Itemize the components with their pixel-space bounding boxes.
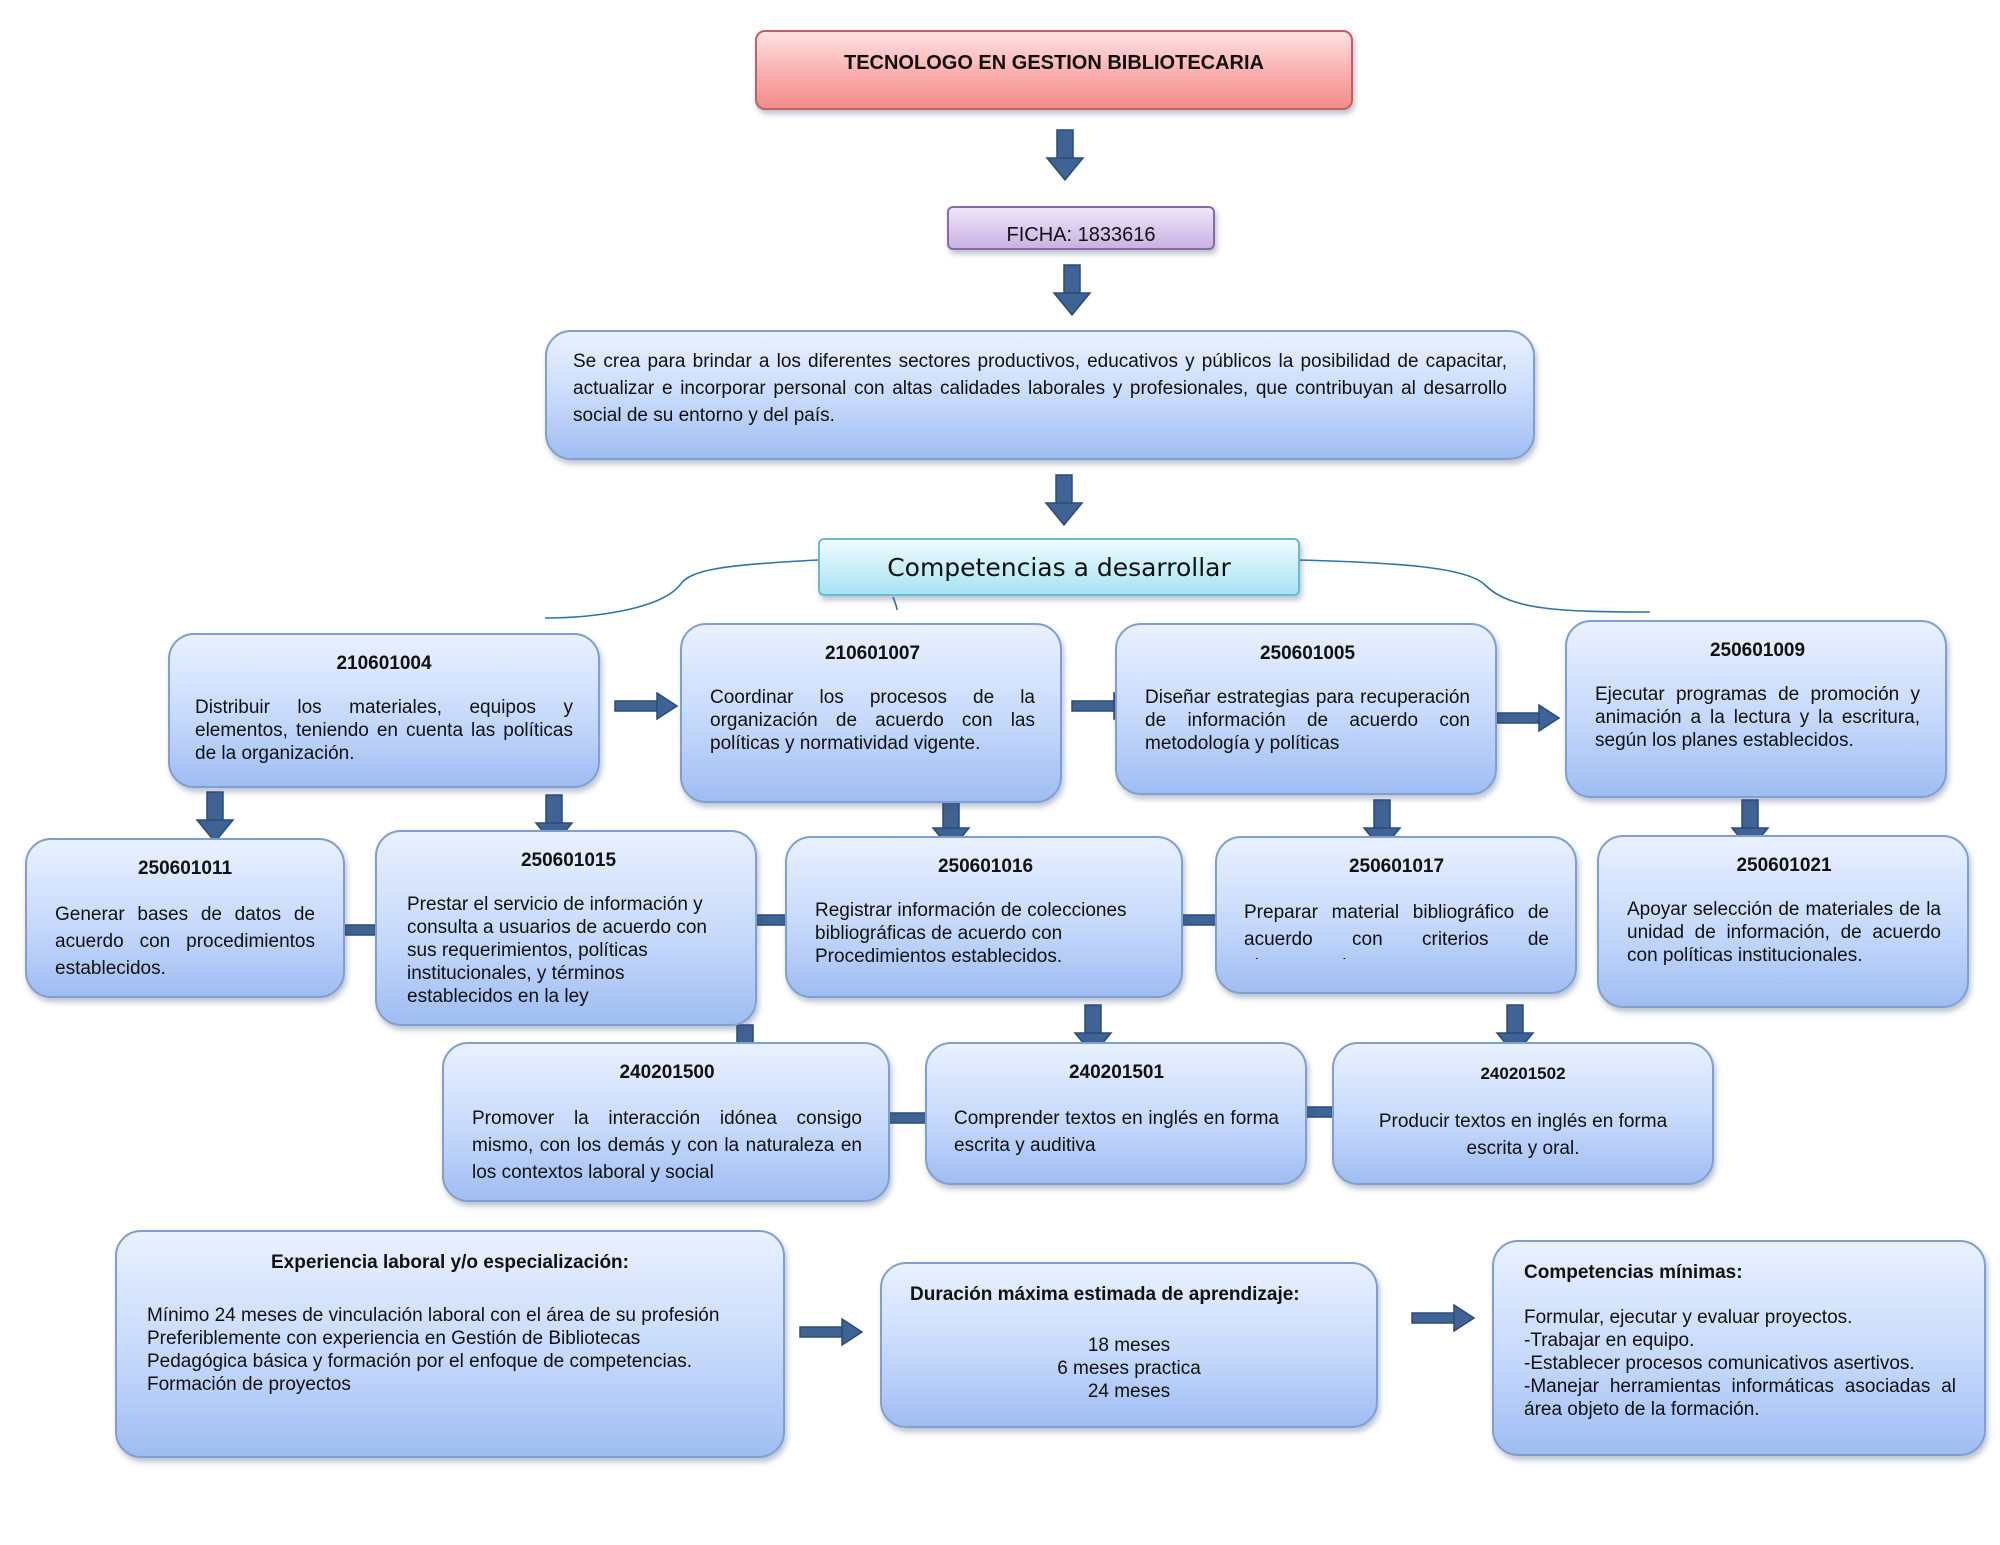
competencia-box-250601016: 250601016 Registrar información de colec… — [785, 836, 1183, 998]
competencia-box-250601005: 250601005 Diseñar estrategias para recup… — [1115, 623, 1497, 795]
competencia-code: 250601005 — [1259, 643, 1356, 664]
arrow-title-to-ficha — [1046, 129, 1084, 181]
description-text: Se crea para brindar a los diferentes se… — [573, 351, 1507, 426]
arrow-250601005-to-250601009 — [1496, 704, 1560, 732]
competencia-code: 210601007 — [824, 643, 921, 664]
competencia-code: 250601009 — [1709, 640, 1806, 661]
arrow-experiencia-to-duracion — [799, 1318, 863, 1346]
title-text: TECNOLOGO EN GESTION BIBLIOTECARIA — [843, 51, 1264, 74]
competencia-text: Prestar el servicio de información y con… — [407, 894, 707, 1007]
competencia-text: Comprender textos en inglés en forma esc… — [954, 1108, 1279, 1156]
competencia-box-240201501: 240201501 Comprender textos en inglés en… — [925, 1042, 1307, 1185]
competencia-text: Registrar información de colecciones bib… — [815, 900, 1127, 967]
description-box: Se crea para brindar a los diferentes se… — [545, 330, 1535, 460]
experiencia-line: Preferiblemente con experiencia en Gesti… — [147, 1328, 641, 1349]
competencia-code: 250601015 — [520, 850, 617, 871]
competencia-box-210601004: 210601004 Distribuir los materiales, equ… — [168, 633, 600, 788]
arrow-down-to-250601011 — [196, 791, 234, 843]
competencia-code: 240201501 — [1068, 1062, 1165, 1083]
competencia-box-210601007: 210601007 Coordinar los procesos de la o… — [680, 623, 1062, 803]
branch-tick-center — [892, 596, 898, 611]
experiencia-box: Experiencia laboral y/o especialización:… — [115, 1230, 785, 1458]
minimas-last: -Manejar herramientas informáticas asoci… — [1524, 1376, 1956, 1420]
competencia-code: 250601016 — [937, 856, 1034, 877]
competencia-code: 240201502 — [1480, 1064, 1566, 1083]
arrow-ficha-to-description — [1053, 264, 1091, 316]
competencia-text: Generar bases de datos de acuerdo con pr… — [55, 904, 315, 979]
competencia-text: Ejecutar programas de promoción y animac… — [1595, 684, 1920, 751]
duracion-lines: 18 meses 6 meses practica 24 meses — [910, 1334, 1348, 1403]
competencia-text: Promover la interacción idónea consigo m… — [472, 1108, 862, 1183]
duracion-line: 6 meses practica — [1057, 1358, 1201, 1379]
competencia-box-240201500: 240201500 Promover la interacción idónea… — [442, 1042, 890, 1202]
competencias-header-box: Competencias a desarrollar — [818, 538, 1300, 596]
experiencia-line: Formación de proyectos — [147, 1374, 351, 1395]
competencia-text: Diseñar estrategias para recuperación de… — [1145, 687, 1470, 754]
ficha-box: FICHA: 1833616 — [947, 206, 1215, 250]
competencia-text: Distribuir los materiales, equipos y ele… — [195, 697, 573, 764]
minimas-line: -Trabajar en equipo. — [1524, 1330, 1695, 1351]
competencia-box-250601021: 250601021 Apoyar selección de materiales… — [1597, 835, 1969, 1008]
duracion-line: 24 meses — [1087, 1381, 1171, 1402]
duracion-line: 18 meses — [1087, 1335, 1171, 1356]
minimas-line: -Establecer procesos comunicativos asert… — [1524, 1353, 1915, 1374]
competencia-text: Preparar material bibliográfico de acuer… — [1244, 902, 1549, 959]
competencia-box-250601011: 250601011 Generar bases de datos de acue… — [25, 838, 345, 998]
competencia-code: 250601011 — [137, 858, 233, 879]
competencia-box-250601015: 250601015 Prestar el servicio de informa… — [375, 830, 757, 1026]
competencia-box-250601009: 250601009 Ejecutar programas de promoció… — [1565, 620, 1947, 798]
competencia-box-250601017: 250601017 Preparar material bibliográfic… — [1215, 836, 1577, 994]
branch-curve-right — [1297, 559, 1651, 613]
minimas-title: Competencias mínimas: — [1524, 1262, 1743, 1283]
competencia-text: Producir textos en inglés en forma escri… — [1378, 1111, 1668, 1159]
competencia-code: 240201500 — [619, 1062, 715, 1083]
duracion-box: Duración máxima estimada de aprendizaje:… — [880, 1262, 1378, 1428]
competencia-code: 250601021 — [1736, 855, 1832, 876]
duracion-title: Duración máxima estimada de aprendizaje: — [910, 1284, 1300, 1305]
competencia-text: Apoyar selección de materiales de la uni… — [1627, 899, 1941, 966]
minimas-line: Formular, ejecutar y evaluar proyectos. — [1524, 1307, 1853, 1328]
experiencia-title: Experiencia laboral y/o especialización: — [271, 1252, 629, 1273]
arrow-duracion-to-minimas — [1411, 1304, 1475, 1332]
experiencia-lines: Preferiblemente con experiencia en Gesti… — [147, 1327, 753, 1396]
ficha-text: FICHA: 1833616 — [1006, 224, 1156, 246]
competencia-text: Coordinar los procesos de la organizació… — [710, 687, 1035, 754]
competencia-code: 210601004 — [336, 653, 432, 674]
experiencia-line: Pedagógica básica y formación por el enf… — [147, 1351, 693, 1372]
arrow-210601004-to-210601007 — [614, 692, 678, 720]
competencia-box-240201502: 240201502 Producir textos en inglés en f… — [1332, 1042, 1714, 1185]
minimas-lines: Formular, ejecutar y evaluar proyectos. … — [1524, 1306, 1956, 1375]
branch-curve-left — [544, 559, 819, 619]
competencia-code: 250601017 — [1348, 856, 1445, 877]
competencias-minimas-box: Competencias mínimas: Formular, ejecutar… — [1492, 1240, 1986, 1456]
arrow-description-to-competencias — [1045, 474, 1083, 526]
competencias-header-text: Competencias a desarrollar — [887, 552, 1231, 582]
experiencia-text: Mínimo 24 meses de vinculación laboral c… — [147, 1305, 720, 1326]
title-box: TECNOLOGO EN GESTION BIBLIOTECARIA — [755, 30, 1353, 110]
